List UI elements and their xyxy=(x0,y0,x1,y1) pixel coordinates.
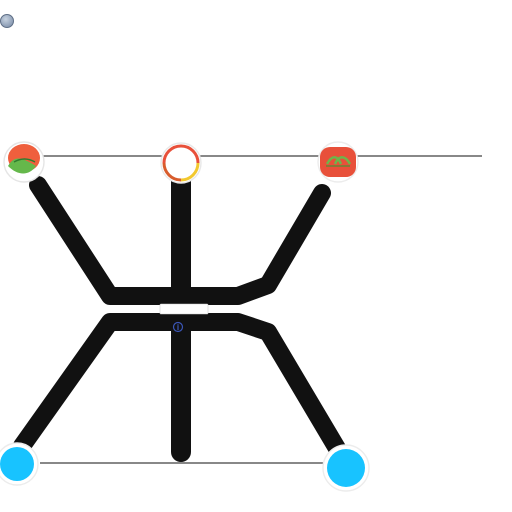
apple-icon xyxy=(8,144,40,174)
ring-icon xyxy=(162,144,200,182)
node-bottom-left[interactable] xyxy=(0,442,39,486)
node-top-center[interactable] xyxy=(160,142,202,184)
blue-dot-icon xyxy=(327,449,365,487)
avatar[interactable] xyxy=(0,14,14,28)
blue-dot-icon xyxy=(0,447,34,481)
node-top-right[interactable] xyxy=(317,141,359,183)
node-top-left[interactable] xyxy=(3,141,45,183)
fruit-icon xyxy=(320,147,356,177)
upper-branch-stroke xyxy=(29,176,331,305)
lower-branch-stroke xyxy=(13,313,347,459)
info-icon[interactable] xyxy=(172,321,184,333)
node-bottom-right[interactable] xyxy=(322,444,370,492)
center-label-box xyxy=(159,303,209,315)
